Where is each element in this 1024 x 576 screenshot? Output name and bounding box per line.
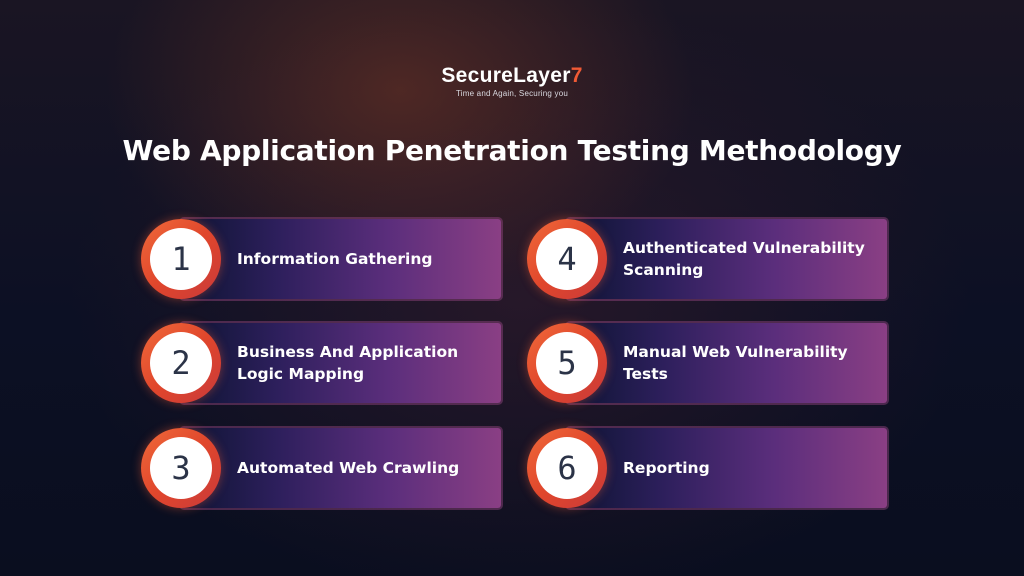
step-card-2: 2 Business And Application Logic Mapping [141,323,501,403]
step-label: Information Gathering [237,250,433,268]
step-label: Authenticated Vulnerability Scanning [623,239,865,279]
step-card-background [567,219,887,299]
step-card-background [181,323,501,403]
step-card-6: 6 Reporting [527,428,887,508]
step-number: 3 [171,449,191,487]
step-card-4: 4 Authenticated Vulnerability Scanning [527,219,887,299]
page-title: Web Application Penetration Testing Meth… [122,134,902,167]
step-number: 5 [557,344,577,382]
step-number: 1 [171,240,191,278]
step-label: Reporting [623,459,710,477]
step-number-badge: 6 [527,428,607,508]
step-label: Manual Web Vulnerability Tests [623,343,848,383]
step-card-5: 5 Manual Web Vulnerability Tests [527,323,887,403]
step-number-badge: 4 [527,219,607,299]
step-card-1: 1 Information Gathering [141,219,501,299]
step-number: 6 [557,449,577,487]
step-number-badge: 5 [527,323,607,403]
logo-name-main: SecureLayer [441,64,571,87]
step-number: 2 [171,344,191,382]
step-number: 4 [557,240,577,278]
step-number-badge: 2 [141,323,221,403]
step-card-background [567,323,887,403]
step-label: Automated Web Crawling [237,459,460,477]
step-label: Business And Application Logic Mapping [237,343,459,383]
brand-logo: SecureLayer7 Time and Again, Securing yo… [0,64,1024,98]
step-card-background [181,428,501,508]
logo-name-accent: 7 [570,64,583,87]
step-card-background [181,219,501,299]
logo-tagline: Time and Again, Securing you [455,89,569,98]
logo-wordmark: SecureLayer7 [0,64,1024,88]
step-card-3: 3 Automated Web Crawling [141,428,501,508]
step-card-background [567,428,887,508]
step-number-badge: 1 [141,219,221,299]
step-number-badge: 3 [141,428,221,508]
